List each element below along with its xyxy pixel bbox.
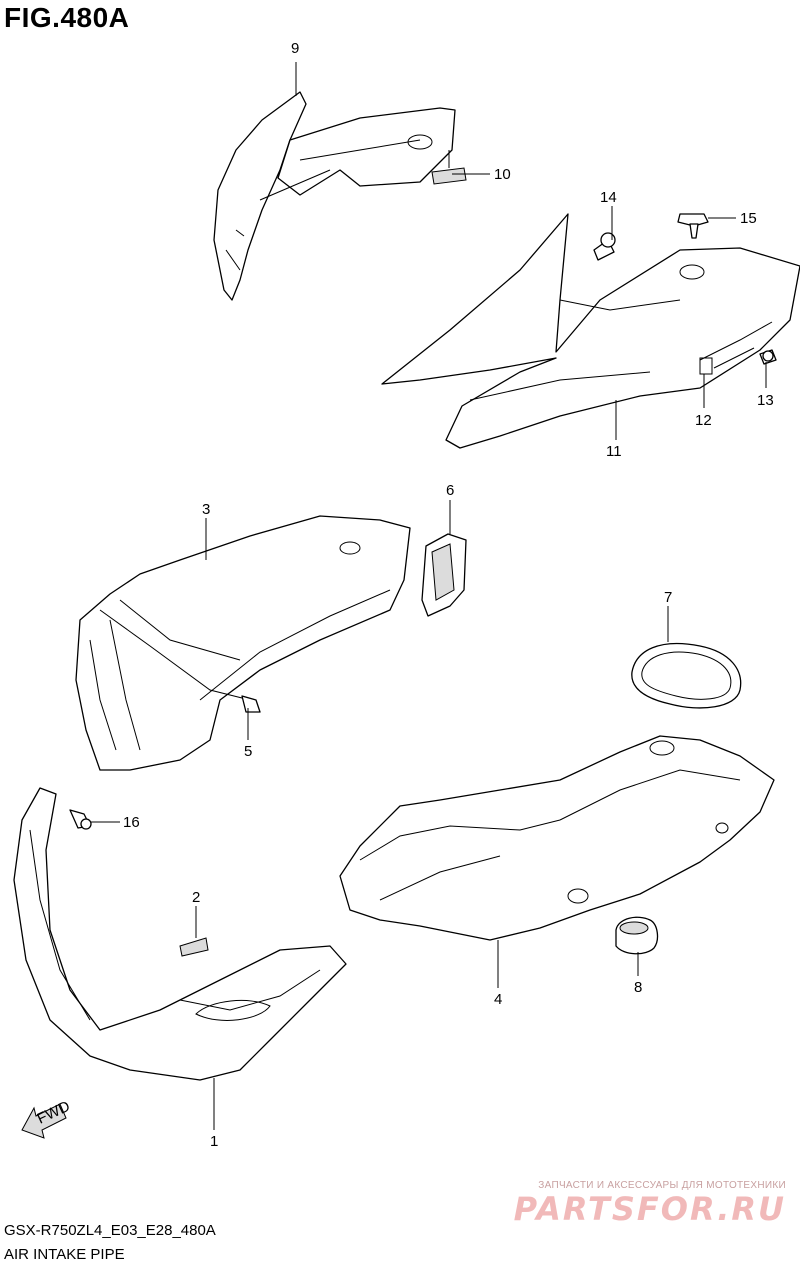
model-code: GSX-R750ZL4_E03_E28_480A [4,1222,216,1239]
figure-title: FIG.480A [4,2,130,33]
part-13-screw [759,349,777,365]
part-11-side-cover [381,213,800,449]
callout-9: 9 [291,40,299,57]
part-3-intake-duct [75,515,411,771]
part-2-label-sticker [179,937,209,957]
leader-lines [90,62,767,1130]
part-9-duct-cover [213,91,456,301]
callout-15: 15 [740,210,757,227]
watermark-tagline: ЗАПЧАСТИ И АКСЕССУАРЫ ДЛЯ МОТОТЕХНИКИ [538,1180,786,1191]
callout-3: 3 [202,501,210,518]
callout-1: 1 [210,1133,218,1150]
part-16-screw [69,809,92,830]
callout-13: 13 [757,392,774,409]
part-15-clip [677,213,709,239]
section-name: AIR INTAKE PIPE [4,1246,125,1263]
part-6-seal [421,533,467,617]
callout-7: 7 [664,589,672,606]
part-1-lower-cowl [13,787,347,1081]
part-5-screw [241,695,261,713]
callout-12: 12 [695,412,712,429]
callout-14: 14 [600,189,617,206]
callout-8: 8 [634,979,642,996]
watermark-logo: PARTSFOR.RU [513,1190,786,1228]
part-7-ring-seal [631,642,742,709]
callout-6: 6 [446,482,454,499]
part-4-lower-duct [339,735,775,941]
callout-16: 16 [123,814,140,831]
callout-5: 5 [244,743,252,760]
callout-10: 10 [494,166,511,183]
part-10-label-sticker [431,167,467,185]
callout-11: 11 [606,443,622,460]
callout-4: 4 [494,991,502,1008]
fwd-arrow: FWD [21,1098,73,1139]
callout-2: 2 [192,889,200,906]
part-8-grommet [615,916,659,955]
